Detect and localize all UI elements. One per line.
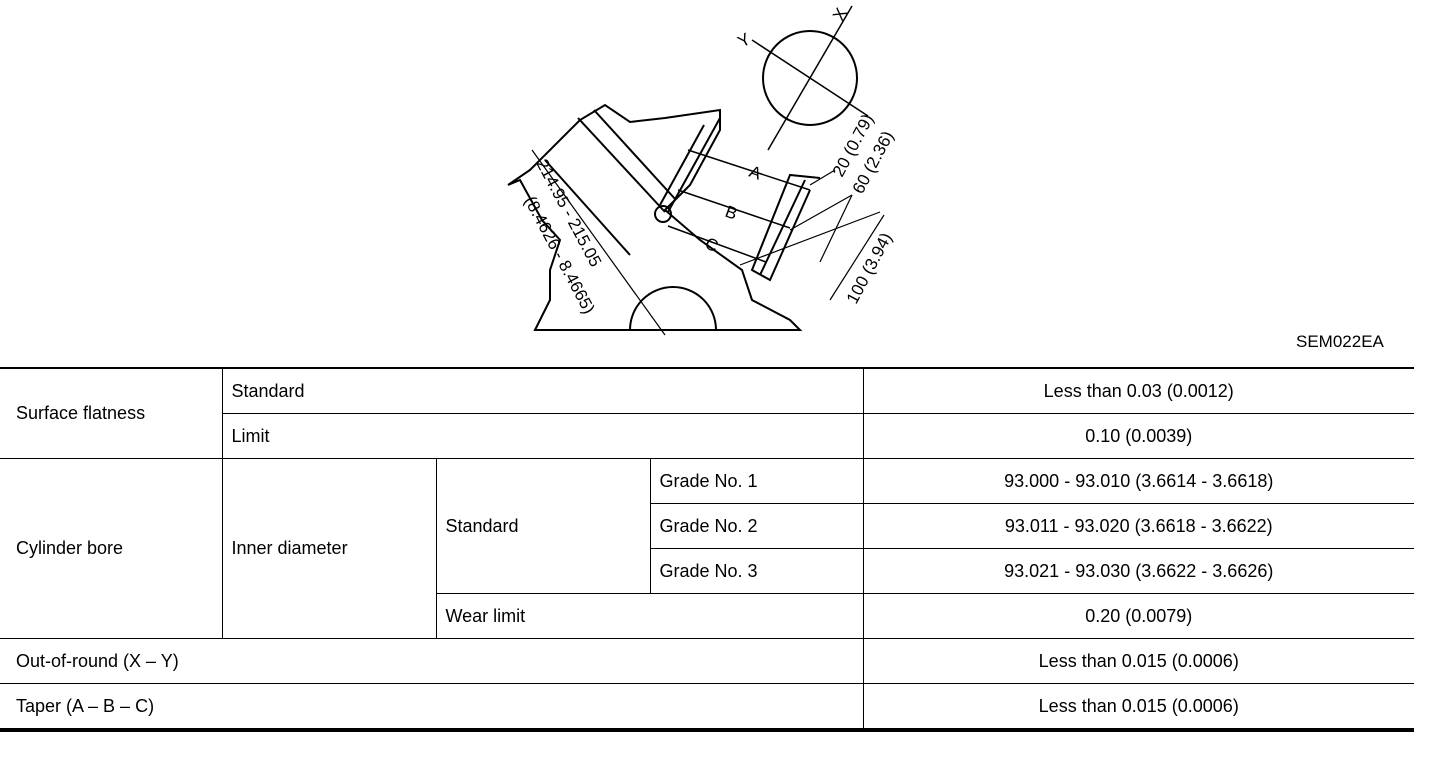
grade-2-value: 93.011 - 93.020 (3.6618 - 3.6622) (862, 503, 1414, 549)
grade-1-value: 93.000 - 93.010 (3.6614 - 3.6618) (862, 458, 1414, 504)
grade-2-label: Grade No. 2 (649, 503, 864, 549)
dim-60-ext (789, 194, 853, 231)
right-wall-1 (667, 117, 721, 213)
right-bank-bore (750, 173, 821, 282)
flatness-limit-value: 0.10 (0.0039) (862, 413, 1414, 459)
out-of-round-value: Less than 0.015 (0.0006) (862, 638, 1414, 684)
cylinder-block-diagram: X Y A B C 20 (0.79) 60 (2.36) 100 (3.94)… (490, 0, 930, 350)
cylinder-block-drawing: X Y A B C 20 (0.79) 60 (2.36) 100 (3.94)… (507, 5, 897, 336)
grade-3-value: 93.021 - 93.030 (3.6622 - 3.6626) (862, 548, 1414, 594)
grade-1-label: Grade No. 1 (649, 458, 864, 504)
wear-limit-value: 0.20 (0.0079) (862, 593, 1414, 639)
bore-circle (762, 30, 858, 126)
table-row: Surface flatness Standard Less than 0.03… (0, 367, 1414, 459)
table-row: Wear limit 0.20 (0.0079) (0, 593, 1414, 639)
surface-flatness-label: Surface flatness (0, 367, 223, 459)
flatness-standard-label: Standard (221, 367, 864, 414)
axis-y-line (751, 39, 869, 117)
flatness-standard-value: Less than 0.03 (0.0012) (862, 367, 1414, 414)
label-b: B (723, 202, 740, 224)
dim-height-line (531, 149, 666, 336)
label-a: A (747, 162, 765, 184)
table-row: Cylinder bore Inner diameter Standard Gr… (0, 458, 1414, 639)
spec-table: Surface flatness Standard Less than 0.03… (0, 367, 1414, 732)
out-of-round-label: Out-of-round (X – Y) (0, 638, 864, 684)
bore-standard-label: Standard (435, 458, 651, 594)
flatness-limit-label: Limit (221, 413, 864, 459)
dim-100-line (829, 214, 885, 301)
axis-y-label: Y (735, 29, 754, 51)
dim-60-line (819, 194, 853, 263)
table-row: Limit 0.10 (0.0039) (0, 413, 1414, 459)
figure-id: SEM022EA (1296, 332, 1384, 351)
cylinder-bore-label: Cylinder bore (0, 458, 223, 639)
right-bank-liner (759, 179, 806, 276)
oil-hole (654, 205, 672, 223)
taper-label: Taper (A – B – C) (0, 683, 864, 732)
dim-100-ext (739, 211, 881, 266)
right-wall-2 (659, 124, 705, 206)
crank-bore (629, 286, 717, 331)
dim-20-ext (809, 169, 836, 186)
left-wall-2 (593, 109, 677, 201)
line-c (667, 225, 767, 263)
label-c: C (703, 234, 721, 256)
left-wall-3 (544, 159, 631, 256)
table-row: Out-of-round (X – Y) Less than 0.015 (0.… (0, 638, 1414, 684)
grade-3-label: Grade No. 3 (649, 548, 864, 594)
block-outline (507, 103, 803, 331)
line-a (687, 149, 811, 191)
taper-value: Less than 0.015 (0.0006) (862, 683, 1414, 732)
inner-diameter-label: Inner diameter (221, 458, 437, 639)
table-row: Grade No. 2 93.011 - 93.020 (3.6618 - 3.… (0, 503, 1414, 549)
wear-limit-label: Wear limit (435, 593, 864, 639)
line-b (677, 189, 791, 229)
left-wall-1 (577, 117, 666, 213)
table-row: Taper (A – B – C) Less than 0.015 (0.000… (0, 683, 1414, 732)
axis-x-label: X (829, 5, 851, 24)
